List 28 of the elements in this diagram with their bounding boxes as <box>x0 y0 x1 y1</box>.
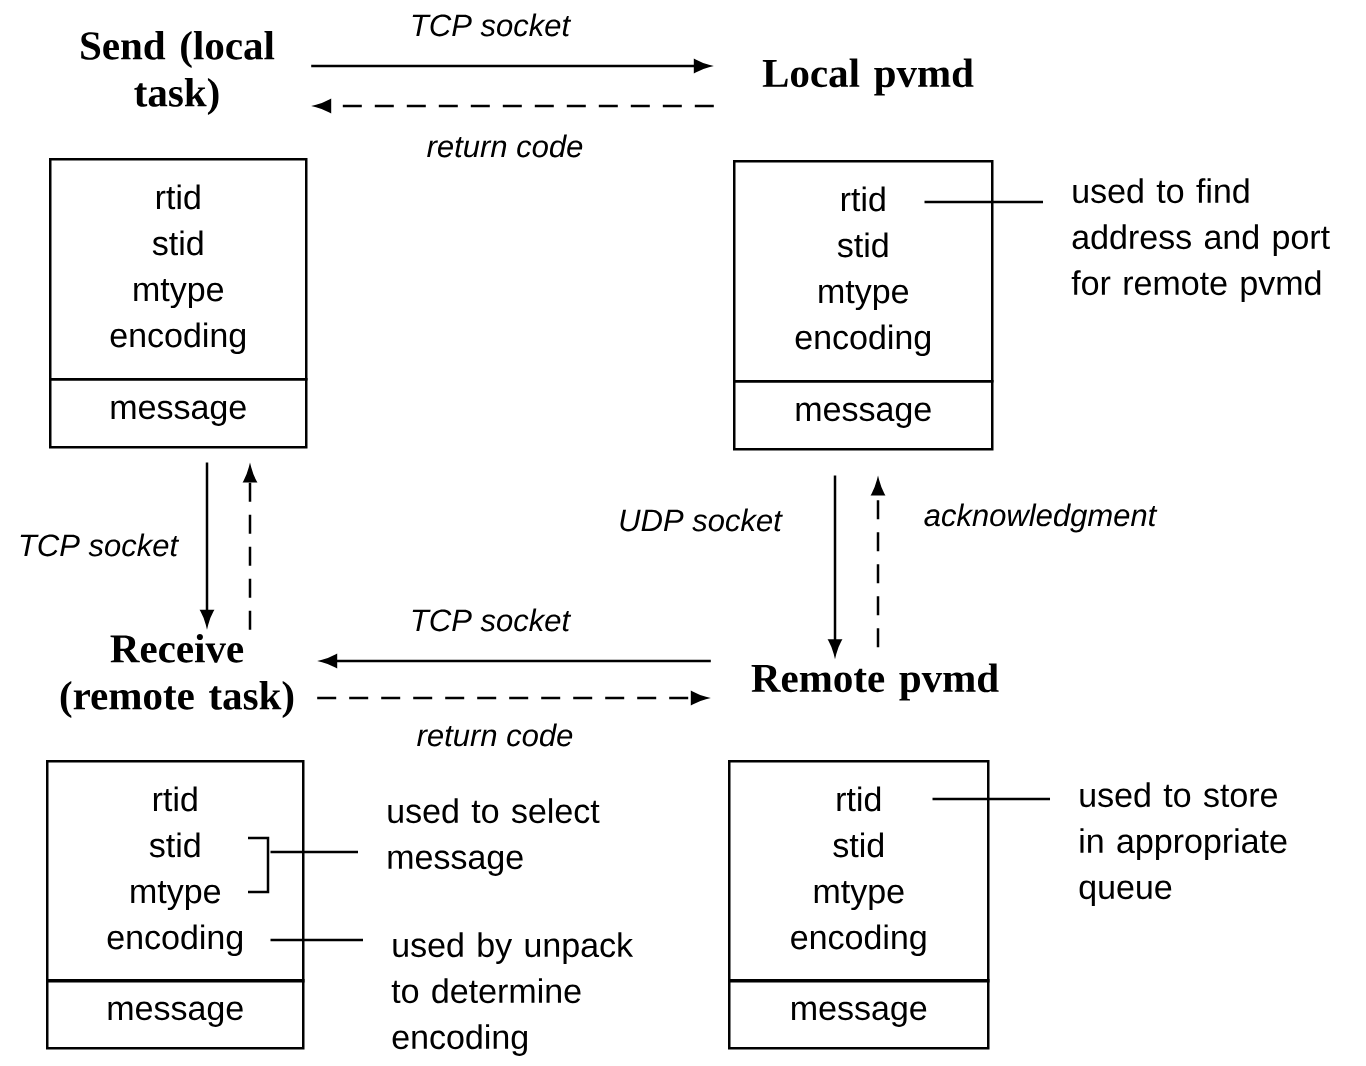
heading-text: Remote pvmd <box>751 663 999 701</box>
arrow <box>828 475 842 656</box>
message-cell: message <box>46 979 305 1050</box>
heading-text: Receive (remote task) <box>60 633 294 719</box>
leader-line <box>270 850 358 854</box>
edge-label: acknowledgment <box>921 501 1159 535</box>
note-text: used to store in appropriate queue <box>1079 782 1287 906</box>
message-cell: message <box>733 380 994 451</box>
field-list-cell: rtid stid mtype encoding <box>46 760 305 983</box>
heading-text: Send (local task) <box>81 30 275 116</box>
message-cell: message <box>49 378 308 449</box>
note-text: used by unpack to determine encoding <box>391 932 634 1056</box>
edge-label: UDP socket <box>616 506 784 534</box>
edge-label: return code <box>424 132 586 160</box>
edge-label: TCP socket <box>407 11 573 39</box>
note-text: used to select message <box>388 798 600 876</box>
leader-line <box>270 938 363 942</box>
leader-line <box>932 797 1050 801</box>
field-list-cell: rtid stid mtype encoding <box>733 160 994 383</box>
message-cell: message <box>728 979 990 1050</box>
edge-label: TCP socket <box>15 531 181 559</box>
edge-label: return code <box>414 721 576 749</box>
note-text: used to find address and port for remote pvmd <box>1071 178 1330 302</box>
field-list-cell: rtid stid mtype encoding <box>728 760 990 983</box>
edge-label: TCP socket <box>407 606 573 634</box>
heading-text: Local pvmd <box>762 58 974 96</box>
leader-line <box>924 200 1043 204</box>
field-list-cell: rtid stid mtype encoding <box>49 158 308 381</box>
